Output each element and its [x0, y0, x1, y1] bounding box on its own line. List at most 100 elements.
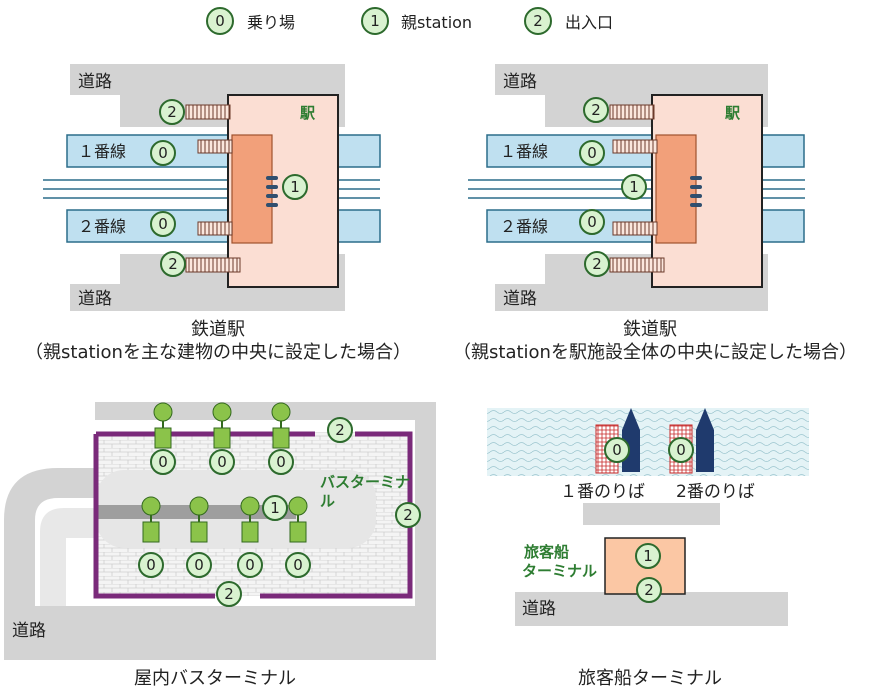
entrance-stairs-bottom — [609, 257, 665, 273]
road-curve — [4, 468, 135, 606]
marker-2-icon — [524, 7, 552, 35]
bus-stop — [212, 402, 232, 449]
marker-label: 2 — [591, 101, 601, 119]
platform-2-right — [761, 209, 805, 243]
legend-item-entrance: 2 出入口 — [524, 7, 613, 35]
entrance-marker-bottom: 2 — [216, 581, 242, 607]
road-label-bottom: 道路 — [78, 289, 112, 309]
marker-label: 0 — [194, 556, 204, 574]
marker-label: 2 — [168, 255, 178, 273]
bus-terminal-panel: バスターミナ ル 道路 2 2 2 1 0 0 0 0 — [4, 402, 436, 689]
ship-2-icon — [696, 408, 714, 472]
caption-railway-b-sub: （親stationを駅施設全体の中央に設定した場合） — [453, 342, 857, 363]
legend-label-parent-station: 親station — [401, 13, 472, 32]
road-label: 道路 — [522, 599, 556, 619]
caption-bus-terminal: 屋内バスターミナル — [134, 668, 296, 689]
parent-station-marker: 1 — [262, 495, 288, 521]
marker-label: 0 — [276, 453, 286, 471]
marker-label: 0 — [676, 441, 686, 459]
berth-label-2: 2番のりば — [676, 482, 755, 502]
railway-panel-a: 道路 道路 １番線 ２番線 駅 — [25, 64, 411, 363]
marker-label: 1 — [290, 178, 300, 196]
parent-station-marker: 1 — [621, 174, 647, 200]
boarding-marker-track1: 0 — [579, 140, 605, 166]
marker-label: 1 — [643, 547, 653, 565]
legend-item-parent-station: 1 親station — [361, 7, 472, 35]
entrance-marker-bottom: 2 — [584, 251, 610, 277]
track-label-2: ２番線 — [500, 217, 548, 236]
marker-label: 0 — [293, 556, 303, 574]
caption-railway-a-sub: （親stationを主な建物の中央に設定した場合） — [25, 342, 411, 363]
marker-label: 1 — [270, 499, 280, 517]
bus-stop — [288, 496, 308, 543]
caption-railway-a: 鉄道駅 — [191, 319, 245, 340]
bus-stop — [189, 496, 209, 543]
boarding-marker-berth-1: 0 — [604, 437, 630, 463]
parent-station-marker: 1 — [282, 174, 308, 200]
marker-label: 1 — [629, 178, 639, 196]
legend: 0 乗り場 1 親station 2 出入口 — [206, 7, 613, 35]
marker-label: 0 — [612, 441, 622, 459]
platform-1-right — [761, 134, 805, 168]
platform-1-right — [337, 134, 381, 168]
bus-stop — [153, 402, 173, 449]
marker-label: 2 — [403, 506, 413, 524]
water — [487, 408, 809, 476]
ferry-terminal-label: 旅客船 — [524, 543, 569, 561]
boarding-markers-upper: 0 0 0 — [150, 449, 294, 475]
bus-terminal-label: バスターミナ — [320, 473, 410, 491]
station-concourse — [231, 134, 273, 244]
legend-number-0: 0 — [215, 12, 225, 30]
bus-stop — [141, 496, 161, 543]
road-label-top: 道路 — [78, 72, 112, 92]
road — [4, 402, 436, 660]
platform-stairs-1 — [612, 139, 658, 154]
railway-panel-b: 道路 道路 １番線 ２番線 駅 2 0 — [453, 64, 857, 363]
marker-label: 0 — [245, 556, 255, 574]
entrance-stairs-top — [185, 104, 231, 120]
berth-label-1: １番のりば — [560, 482, 645, 502]
entrance-marker-top: 2 — [327, 417, 353, 443]
caption-railway-b: 鉄道駅 — [623, 319, 677, 340]
boarding-marker-track2: 0 — [150, 211, 176, 237]
track-label-2: ２番線 — [78, 217, 126, 236]
ticket-gates — [690, 176, 702, 207]
track-label-1: １番線 — [78, 142, 126, 161]
caption-ferry-terminal: 旅客船ターミナル — [578, 668, 722, 689]
legend-item-boarding: 0 乗り場 — [206, 7, 295, 35]
marker-label: 2 — [644, 581, 654, 599]
marker-label: 0 — [146, 556, 156, 574]
road-label-bottom: 道路 — [503, 289, 537, 309]
entrance-stairs-bottom — [185, 257, 241, 273]
boarding-marker-berth-2: 0 — [668, 437, 694, 463]
entrance-stairs-top — [609, 104, 655, 120]
entrance-marker-top: 2 — [583, 97, 609, 123]
marker-label: 0 — [158, 144, 168, 162]
marker-label: 0 — [158, 453, 168, 471]
bus-stops-upper — [153, 402, 291, 449]
entrance-marker: 2 — [636, 577, 662, 603]
station-concourse — [655, 134, 697, 244]
marker-label: 0 — [587, 144, 597, 162]
road-curve-inner — [40, 508, 100, 606]
platform-stairs-2 — [197, 221, 233, 236]
ferry-terminal-panel: １番のりば 2番のりば 道路 旅客船 ターミナル 0 0 1 2 旅客船ターミナ… — [487, 408, 809, 689]
marker-label: 2 — [592, 255, 602, 273]
entrance-marker-top: 2 — [159, 99, 185, 125]
boarding-marker-track2: 0 — [579, 209, 605, 235]
ticket-gates — [266, 176, 278, 207]
marker-label: 2 — [224, 585, 234, 603]
bus-stop — [240, 496, 260, 543]
marker-label: 2 — [167, 103, 177, 121]
road-label: 道路 — [12, 621, 46, 641]
station-label: 駅 — [724, 104, 741, 122]
bus-stops-lower — [141, 496, 308, 543]
platform-2-right — [337, 209, 381, 243]
marker-label: 0 — [217, 453, 227, 471]
platform-stairs-2 — [612, 221, 658, 236]
road-label-top: 道路 — [503, 72, 537, 92]
platform-stairs-1 — [197, 139, 233, 154]
quay — [583, 503, 720, 525]
entrance-marker-right: 2 — [395, 502, 421, 528]
